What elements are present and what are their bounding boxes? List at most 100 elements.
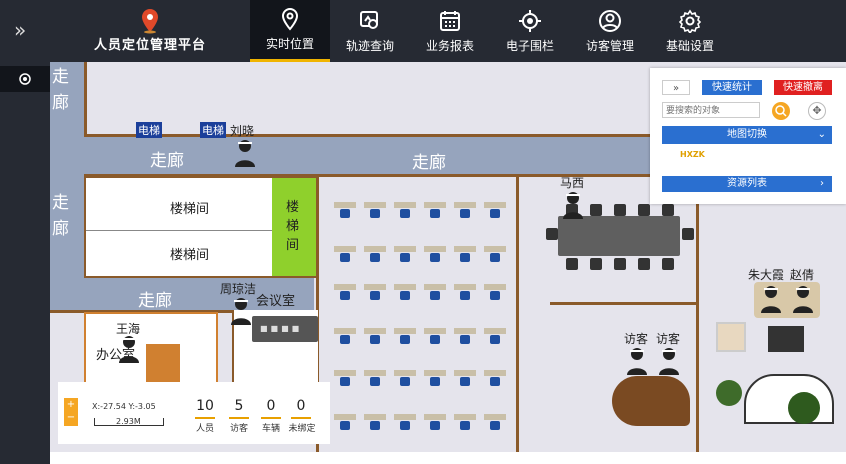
zoom-in-icon[interactable]: + bbox=[66, 399, 76, 410]
zoom-control[interactable]: +− bbox=[64, 398, 78, 426]
corridor-label: 走廊 bbox=[150, 151, 184, 171]
desk bbox=[394, 414, 416, 430]
chevron-down-icon: ⌄ bbox=[817, 129, 826, 140]
floor-map[interactable]: 走 廊 走 廊 走廊 走廊 走廊 楼梯间 楼梯间 楼 梯 间 会议室 ■■■■ … bbox=[50, 62, 846, 452]
nav-label: 访客管理 bbox=[585, 38, 634, 53]
corridor-label: 走 廊 bbox=[52, 193, 69, 239]
desk bbox=[454, 328, 476, 344]
nav-visitor-management[interactable]: 访客管理 bbox=[570, 0, 650, 62]
room-label: 楼 梯 间 bbox=[286, 200, 300, 253]
reception-desk bbox=[612, 376, 690, 426]
elevator-label: 电梯 bbox=[136, 122, 162, 138]
desk bbox=[364, 328, 386, 344]
person-name: 访客 bbox=[656, 332, 681, 346]
desk bbox=[424, 246, 446, 262]
person-name: 赵倩 bbox=[790, 268, 815, 282]
quick-evacuation-button[interactable]: 快速撤离 bbox=[774, 80, 832, 95]
brand: 人员定位管理平台 bbox=[80, 8, 220, 53]
desk bbox=[484, 370, 506, 386]
person-icon[interactable] bbox=[230, 296, 252, 326]
tv-cabinet bbox=[768, 326, 804, 352]
nav-label: 电子围栏 bbox=[505, 38, 554, 53]
person-icon[interactable] bbox=[792, 284, 814, 314]
desk bbox=[484, 202, 506, 218]
nav-business-report[interactable]: 业务报表 bbox=[410, 0, 490, 62]
desk bbox=[334, 246, 356, 262]
desk bbox=[454, 284, 476, 300]
desk bbox=[424, 370, 446, 386]
wall bbox=[696, 174, 699, 452]
desk bbox=[454, 414, 476, 430]
nav-e-fence[interactable]: 电子围栏 bbox=[490, 0, 570, 62]
map-switch-button[interactable]: 地图切换 ⌄ bbox=[662, 126, 832, 144]
wall bbox=[84, 134, 696, 137]
desk bbox=[334, 370, 356, 386]
locate-icon[interactable]: ✥ bbox=[808, 102, 826, 120]
stat-underline bbox=[291, 417, 311, 419]
nav-label: 业务报表 bbox=[425, 38, 474, 53]
stat-underline bbox=[261, 417, 281, 419]
chevron-right-icon: › bbox=[820, 178, 824, 189]
desk bbox=[394, 370, 416, 386]
desk bbox=[364, 370, 386, 386]
lounge-counter bbox=[744, 374, 834, 424]
person-name: 马西 bbox=[560, 176, 585, 190]
person-name: 访客 bbox=[624, 332, 649, 346]
person-icon[interactable] bbox=[760, 284, 782, 314]
person-icon[interactable] bbox=[626, 346, 648, 376]
armchair bbox=[716, 322, 746, 352]
nav-realtime-location[interactable]: 实时位置 bbox=[250, 0, 330, 62]
stair-green bbox=[272, 178, 316, 276]
search-input[interactable] bbox=[662, 102, 760, 118]
stat-underline bbox=[195, 417, 215, 419]
zoom-out-icon[interactable]: − bbox=[66, 412, 76, 423]
main-nav: 实时位置 轨迹查询 业务报表 电子围栏 访客管理 基础设置 bbox=[250, 0, 730, 62]
chair bbox=[662, 204, 674, 216]
search-icon bbox=[775, 105, 787, 117]
location-pin-icon bbox=[281, 7, 299, 31]
desk bbox=[364, 246, 386, 262]
divider bbox=[86, 230, 272, 231]
person-icon[interactable] bbox=[658, 346, 680, 376]
resource-list-button[interactable]: 资源列表 › bbox=[662, 176, 832, 192]
control-panel: » 快速统计 快速撤离 ✥ 地图切换 ⌄ HXZK 资源列表 › bbox=[650, 68, 846, 204]
expand-panel-button[interactable]: » bbox=[662, 80, 690, 95]
layer-toggle-button[interactable] bbox=[0, 66, 50, 92]
visitor-user-icon bbox=[599, 9, 621, 32]
nav-basic-settings[interactable]: 基础设置 bbox=[650, 0, 730, 62]
chair bbox=[546, 228, 558, 240]
person-name: 王海 bbox=[116, 322, 141, 336]
desk bbox=[394, 284, 416, 300]
person-icon[interactable] bbox=[234, 138, 256, 168]
desk bbox=[394, 246, 416, 262]
resource-list-label: 资源列表 bbox=[727, 178, 767, 189]
map-switch-label: 地图切换 bbox=[727, 129, 767, 140]
gear-icon bbox=[678, 9, 702, 33]
desk bbox=[424, 414, 446, 430]
plant bbox=[788, 392, 820, 424]
nav-label: 实时位置 bbox=[265, 37, 314, 51]
scale-label: 2.93M bbox=[116, 417, 141, 426]
nav-track-query[interactable]: 轨迹查询 bbox=[330, 0, 410, 62]
track-search-icon bbox=[360, 10, 378, 29]
table-seats: ■■■■ bbox=[260, 324, 303, 333]
quick-stats-button[interactable]: 快速统计 bbox=[702, 80, 762, 95]
desk bbox=[334, 202, 356, 218]
stat-value: 10 bbox=[196, 398, 214, 414]
person-icon[interactable] bbox=[562, 190, 584, 220]
map-code[interactable]: HXZK bbox=[680, 150, 705, 159]
double-chevron-right-icon[interactable]: » bbox=[14, 18, 27, 42]
person-icon[interactable] bbox=[118, 334, 140, 364]
desk bbox=[484, 328, 506, 344]
search-button[interactable] bbox=[772, 102, 790, 120]
desk bbox=[424, 328, 446, 344]
conference-table bbox=[558, 216, 680, 256]
chair bbox=[614, 204, 626, 216]
left-sidebar bbox=[0, 62, 50, 464]
location-pin-icon bbox=[142, 9, 158, 34]
chair bbox=[638, 204, 650, 216]
desk bbox=[454, 246, 476, 262]
person-name: 周琼洁 bbox=[220, 282, 257, 296]
desk bbox=[454, 370, 476, 386]
corridor-left bbox=[50, 62, 84, 310]
